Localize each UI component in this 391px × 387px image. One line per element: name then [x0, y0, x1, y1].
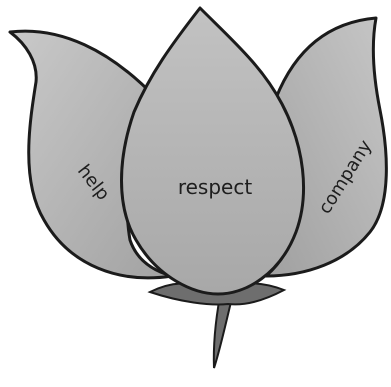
stem	[214, 296, 232, 368]
petal-center	[122, 8, 304, 294]
petal-center-label: respect	[178, 175, 253, 199]
